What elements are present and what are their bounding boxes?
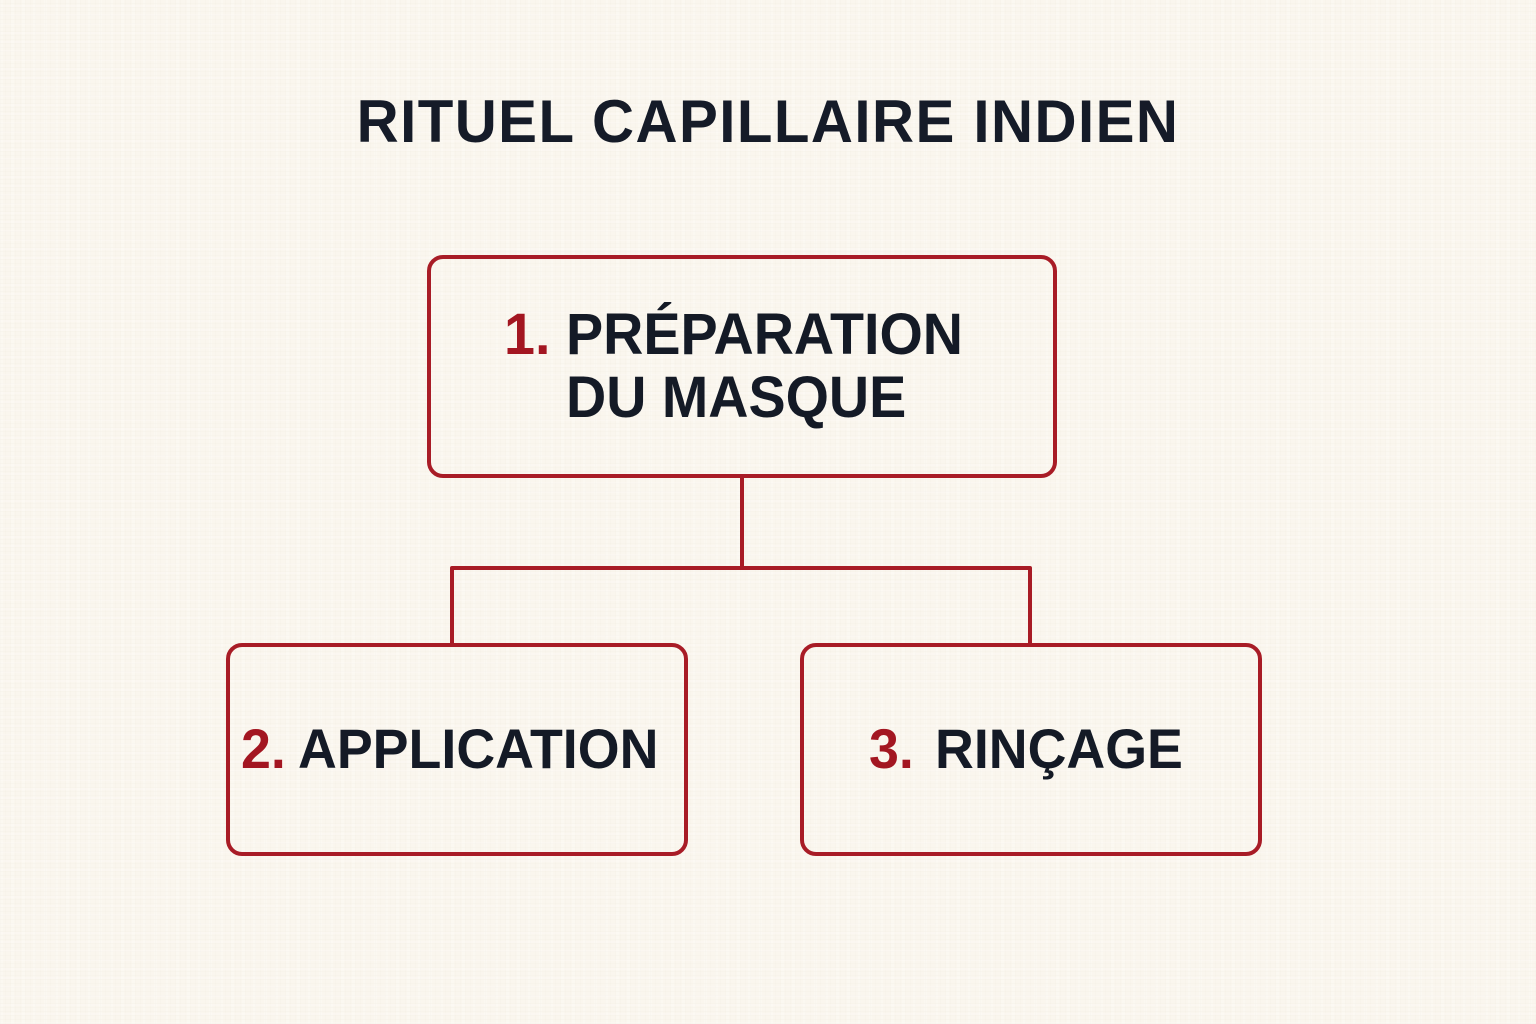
step-number: 3. (868, 717, 914, 781)
step-label-line-1: PRÉPARATION (566, 301, 964, 367)
step-label: APPLICATION (297, 717, 659, 781)
step-box-preparation-du-masque[interactable]: 1. PRÉPARATION DU MASQUE (427, 255, 1057, 478)
step-label: RINÇAGE (935, 717, 1184, 781)
step-content: 1. PRÉPARATION DU MASQUE (504, 301, 980, 430)
step-number: 1. (504, 301, 551, 367)
connector-branch-bar (450, 566, 1032, 643)
step-label-line-2: DU MASQUE (566, 364, 907, 430)
step-box-rincage[interactable]: 3. RINÇAGE (800, 643, 1262, 856)
step-number: 2. (240, 717, 286, 781)
step-content: 2. APPLICATION (240, 717, 673, 781)
step-label: PRÉPARATION DU MASQUE (566, 301, 964, 430)
step-box-application[interactable]: 2. APPLICATION (226, 643, 688, 856)
step-content: 3. RINÇAGE (868, 717, 1194, 781)
page-title: RITUEL CAPILLAIRE INDIEN (356, 88, 1180, 155)
